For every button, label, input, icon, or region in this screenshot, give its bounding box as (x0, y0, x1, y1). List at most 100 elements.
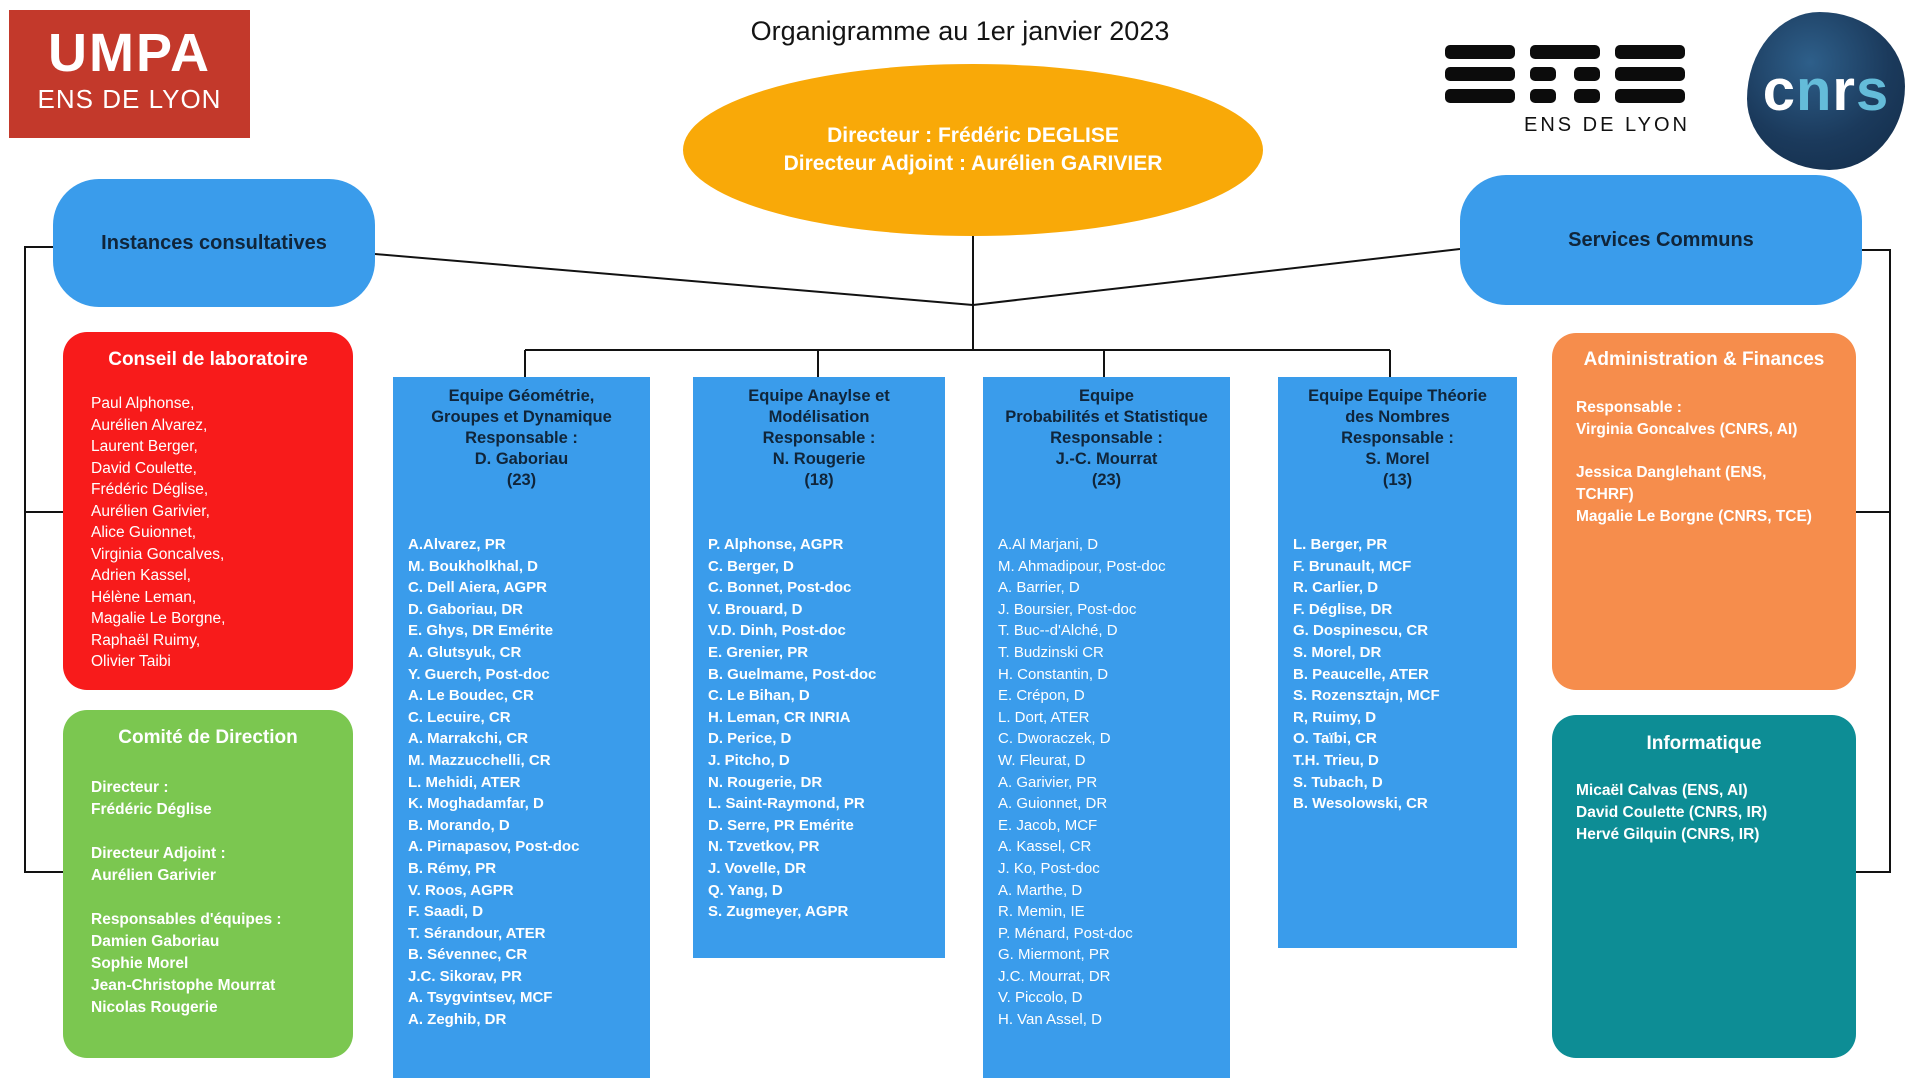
list-line: Laurent Berger, (91, 438, 198, 455)
list-line: Hélène Leman, (91, 588, 197, 606)
comite-title: Comité de Direction (118, 727, 298, 748)
administration-line-list: Responsable : Virginia Goncalves (CNRS, A… (1552, 397, 1856, 528)
list-line: Responsables d'équipes : (91, 911, 282, 928)
list-line: N. Tzvetkov, PR (708, 838, 820, 856)
list-line: E. Jacob, MCF (998, 816, 1098, 834)
list-line: Raphaël Ruimy, (91, 631, 201, 649)
list-line: Aurélien Alvarez, (91, 416, 208, 434)
list-line: J. Boursier, Post-doc (998, 600, 1137, 618)
administration-title: Administration & Finances (1583, 349, 1825, 370)
instances-consultatives-box: Instances consultatives (53, 179, 375, 307)
list-line: C. Le Bihan, D (708, 687, 810, 705)
list-line: F. Saadi, D (408, 903, 484, 921)
list-line: V. Piccolo, D (998, 989, 1083, 1007)
list-line: Y. Guerch, Post-doc (408, 665, 550, 683)
list-line: B. Guelmame, Post-doc (708, 665, 877, 683)
list-line: M. Ahmadipour, Post-doc (998, 557, 1166, 575)
list-line: S. Morel (1365, 450, 1430, 468)
team-theorie-nombres-count: (13) (1382, 471, 1413, 489)
list-line: Nicolas Rougerie (91, 999, 218, 1016)
list-line: V. Roos, AGPR (408, 881, 514, 899)
list-line: J.C. Mourrat, DR (998, 967, 1111, 985)
list-line: Equipe (1078, 387, 1134, 405)
list-line: D. Gaboriau (474, 450, 569, 468)
list-line (91, 821, 353, 843)
list-line: Jessica Danglehant (ENS, (1576, 464, 1767, 482)
list-line: Virginia Goncalves (CNRS, AI) (1576, 420, 1798, 438)
list-line: L. Mehidi, ATER (408, 773, 521, 791)
cnrs-letter-n: n (1795, 58, 1833, 123)
umpa-logo-subtitle: ENS DE LYON (37, 84, 222, 114)
cnrs-letter-c: c (1762, 58, 1796, 123)
list-line: H. Leman, CR INRIA (708, 708, 851, 726)
list-line: S. Zugmeyer, AGPR (708, 903, 849, 921)
list-line: V. Brouard, D (708, 600, 803, 618)
list-line: G. Dospinescu, CR (1293, 622, 1429, 640)
list-line: M. Boukholkhal, D (408, 557, 539, 575)
list-line: F. Brunault, MCF (1293, 557, 1412, 575)
list-line: L. Berger, PR (1293, 536, 1388, 553)
list-line: S. Rozensztajn, MCF (1293, 687, 1440, 705)
list-line: C. Dworaczek, D (998, 730, 1111, 748)
list-line: Micaël Calvas (ENS, AI) (1576, 782, 1748, 799)
list-line: Frédéric Déglise, (91, 481, 209, 498)
list-line: Virginia Goncalves, (91, 545, 225, 563)
list-line: J.-C. Mourrat (1055, 450, 1158, 468)
list-line: Equipe Géométrie, (448, 387, 595, 405)
team-analyse-count: (18) (804, 471, 834, 489)
list-line: N. Rougerie (772, 450, 866, 468)
comite-line-list: Directeur :Frédéric Déglise Directeur Ad… (63, 777, 353, 1019)
list-line: Hervé Gilquin (CNRS, IR) (1576, 826, 1760, 843)
list-line: Frédéric Déglise (91, 801, 212, 818)
list-line: D. Perice, D (708, 730, 792, 748)
list-line: R. Memin, IE (998, 903, 1085, 921)
list-line: David Coulette, (91, 459, 197, 477)
list-line: A. Kassel, CR (998, 838, 1092, 856)
list-line: O. Taïbi, CR (1293, 730, 1377, 748)
list-line: Aurélien Garivier (91, 867, 216, 884)
list-line: A.Alvarez, PR (408, 536, 506, 553)
services-communs-box: Services Communs (1460, 175, 1862, 305)
list-line: C. Dell Aiera, AGPR (408, 579, 547, 597)
list-line: Damien Gaboriau (91, 933, 220, 950)
list-line: A. Marthe, D (998, 881, 1083, 899)
direction-line1: Directeur : Frédéric DEGLISE (827, 124, 1119, 147)
list-line: Groupes et Dynamique (431, 408, 612, 426)
ens-logo-subtitle: ENS DE LYON (1524, 114, 1690, 136)
list-line: A. Tsygvintsev, MCF (408, 989, 553, 1007)
list-line: L. Saint-Raymond, PR (708, 795, 865, 813)
list-line: Magalie Le Borgne, (91, 610, 226, 627)
list-line: K. Moghadamfar, D (408, 795, 544, 813)
list-line: Q. Yang, D (708, 881, 783, 899)
team-probabilites-count: (23) (1091, 471, 1122, 489)
list-line: W. Fleurat, D (998, 751, 1086, 769)
umpa-logo: UMPA ENS DE LYON (9, 10, 250, 138)
list-line: A. Marrakchi, CR (408, 730, 529, 748)
list-line: R, Ruimy, D (1293, 708, 1377, 726)
list-line: H. Constantin, D (998, 665, 1109, 683)
list-line: Alice Guionnet, (91, 524, 197, 541)
page-title: Organigramme au 1er janvier 2023 (750, 16, 1170, 46)
list-line: Directeur : (91, 779, 169, 796)
list-line: J.C. Sikorav, PR (408, 967, 522, 985)
list-line (1576, 441, 1856, 463)
list-line: C. Bonnet, Post-doc (708, 579, 852, 597)
list-line: Responsable : (465, 429, 578, 447)
comite-direction-box: Comité de Direction Directeur : Frédéric … (63, 710, 353, 1058)
list-line: F. Déglise, DR (1293, 600, 1393, 618)
administration-finances-box: Administration & Finances Responsable : V… (1552, 333, 1856, 690)
list-line (91, 887, 353, 909)
list-line: B. Wesolowski, CR (1293, 795, 1428, 813)
list-line: Responsable : (1576, 399, 1682, 416)
cnrs-logo-text: cnrs (1763, 62, 1890, 120)
list-line: Jean-Christophe Mourrat (91, 977, 276, 994)
list-line: P. Alphonse, AGPR (708, 536, 844, 553)
